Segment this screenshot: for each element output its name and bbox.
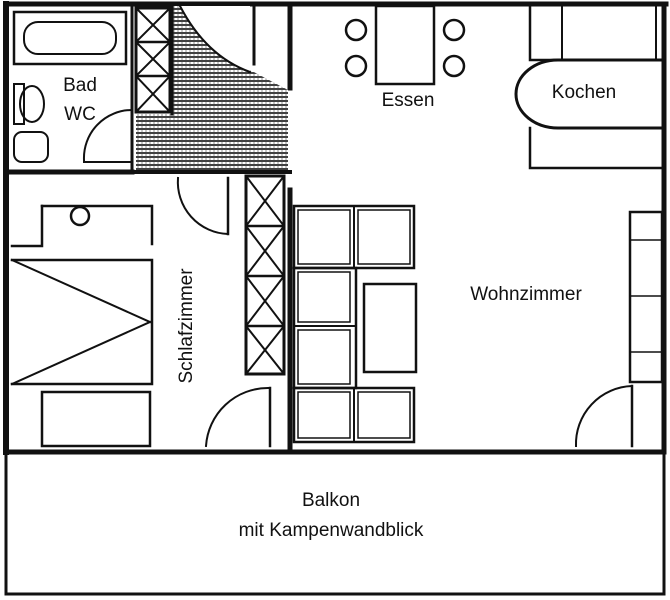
toilet: [13, 83, 45, 125]
room-label-schlafzimmer: Schlafzimmer: [176, 268, 197, 384]
bathroom-door-swing: [82, 108, 134, 163]
bed: [10, 204, 154, 448]
staircase: [136, 4, 288, 170]
room-label-balkon-subtitle: mit Kampenwandblick: [239, 520, 424, 541]
room-label-wc: WC: [64, 104, 96, 125]
balcony-outline: [4, 450, 666, 596]
bedroom-door-swing: [176, 176, 230, 236]
sink: [13, 131, 49, 163]
room-label-essen: Essen: [382, 90, 435, 111]
wardrobe-hall: [134, 6, 172, 114]
kitchen-counter: [514, 4, 666, 170]
room-label-balkon: Balkon: [302, 490, 360, 511]
coffee-table: [362, 282, 418, 374]
dining-table: [374, 4, 436, 86]
bedroom-wardrobe: [244, 174, 286, 376]
dining-chairs: [344, 18, 466, 78]
bedroom-balcony-door-swing: [204, 386, 272, 448]
living-cabinet: [628, 210, 664, 384]
room-label-wohnzimmer: Wohnzimmer: [470, 284, 582, 305]
bathtub: [12, 10, 128, 66]
room-label-bad: Bad: [63, 75, 97, 96]
living-door-swing: [574, 384, 634, 448]
interior-walls: [3, 1, 293, 455]
nightstand-lamp: [69, 205, 91, 227]
sofa-corner: [292, 204, 416, 444]
room-label-kochen: Kochen: [552, 82, 616, 103]
